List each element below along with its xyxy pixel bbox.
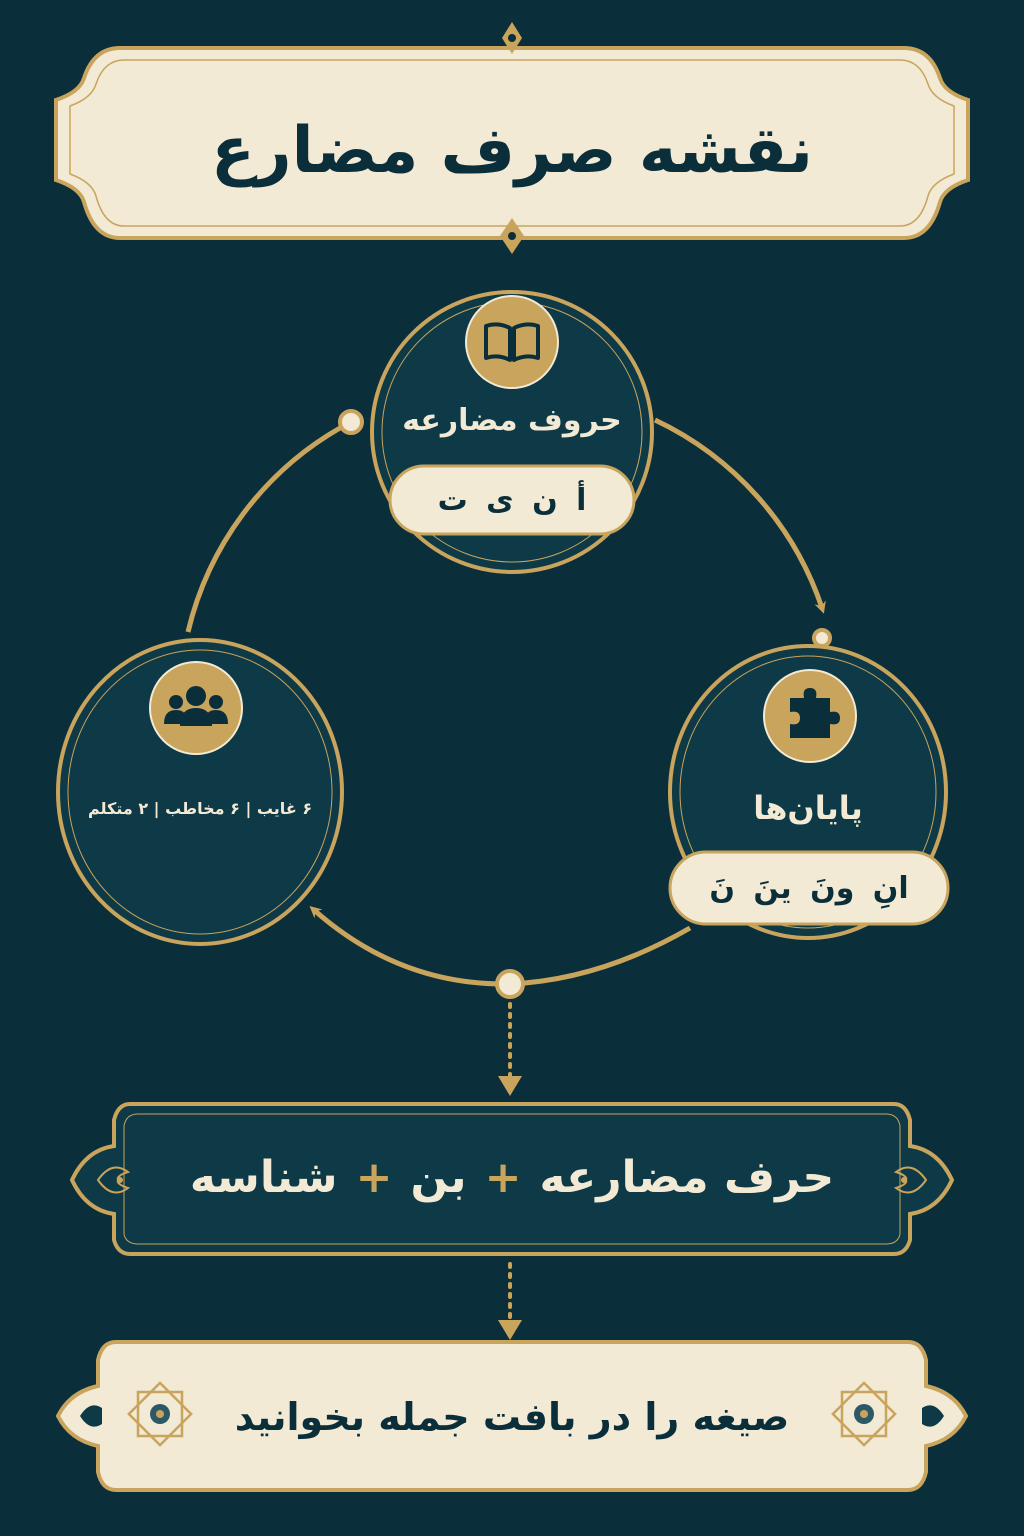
cycle-arc-right: [653, 417, 826, 614]
page-title: نقشه صرف مضارع: [211, 114, 813, 188]
arrow-down-icon: [498, 1320, 522, 1340]
connector-dot-bottom: [495, 969, 525, 999]
endings-node-label: پایان‌ها: [753, 789, 863, 827]
right-flourish-ornament: [893, 1166, 928, 1194]
formula-part-stem: بن: [410, 1151, 467, 1203]
formula-part-suffix: شناسه: [189, 1151, 338, 1203]
persons-node-label: ۶ غایب | ۶ مخاطب | ۲ متکلم: [87, 798, 313, 818]
formula-banner: [69, 1102, 955, 1256]
prefixes-letters: أ ن ی ت: [437, 482, 587, 518]
cycle-arc-left: [185, 425, 342, 633]
prefixes-node-label: حروف مضارعه: [402, 402, 622, 438]
open-book-icon: [465, 295, 559, 389]
left-star-ornament: [127, 1381, 193, 1447]
formula-part-prefix: حرف مضارعه: [539, 1151, 835, 1203]
plus-operator: +: [484, 1151, 522, 1203]
prefixes-pill-bg: [388, 464, 636, 536]
plus-operator: +: [355, 1151, 393, 1203]
persons-node: [56, 638, 344, 946]
formula-text: حرف مضارعه + بن + شناسه: [150, 1130, 874, 1224]
footer-text: صیغه را در بافت جمله بخوانید: [234, 1395, 790, 1439]
arrow-down-icon: [498, 1076, 522, 1096]
endings-pill-bg: [668, 850, 950, 926]
title-banner: [54, 46, 970, 240]
connector-dot-right: [812, 628, 832, 648]
group-users-icon: [149, 661, 243, 755]
bottom-diamond-ornament: [500, 218, 524, 254]
left-flourish-ornament: [96, 1166, 131, 1194]
connector-dot-left: [338, 409, 364, 435]
top-diamond-ornament: [502, 22, 522, 54]
endings-letters: انِ ونَ ینَ نَ: [709, 870, 909, 906]
right-star-ornament: [831, 1381, 897, 1447]
footer-banner: [55, 1340, 969, 1492]
puzzle-piece-icon: [763, 669, 857, 763]
